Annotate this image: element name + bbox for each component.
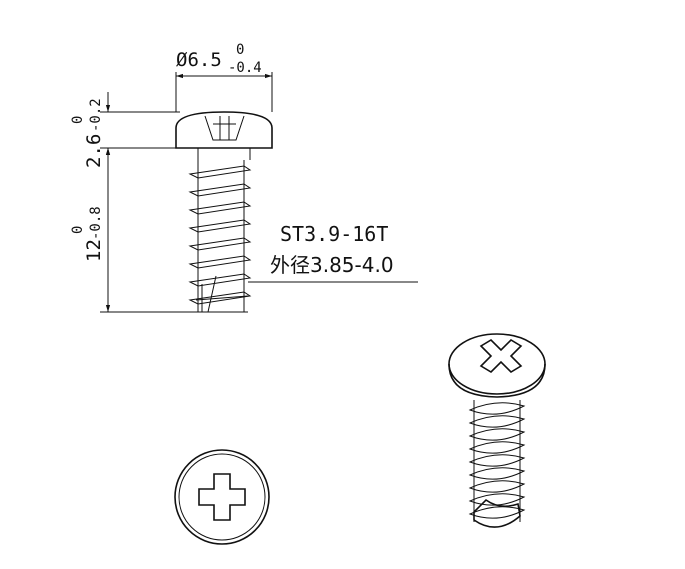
spec-callout: ST3.9-16T 外径3.85-4.0 [248,222,418,283]
thread-coil [468,480,526,493]
thread-crest [188,255,252,269]
head-height-upper: 0 [70,116,86,124]
spec-outer-diameter: 外径3.85-4.0 [270,253,394,277]
head-height-base: 2.6 [83,134,105,168]
screw-top-view [174,449,270,545]
length-base: 12 [83,239,105,262]
thread-coil [468,415,526,428]
thread-coils-3d [468,402,526,519]
thread-crest [188,237,252,251]
dimension-head-height: 2.6 0 -0.2 [70,92,180,168]
screw-side-view [175,111,273,313]
head-diameter-base: Ø6.5 [176,49,222,71]
screw-3d-view [448,333,546,528]
thread-coil [468,402,526,415]
thread-crest [188,219,252,233]
thread-lines [188,165,252,305]
thread-crest [188,165,252,179]
length-lower: -0.8 [88,206,104,240]
thread-coil [468,467,526,480]
thread-coil [468,454,526,467]
head-diameter-lower: -0.4 [228,60,262,76]
head-height-lower: -0.2 [88,98,104,132]
head-diameter-upper: 0 [236,42,244,58]
spec-model: ST3.9-16T [280,222,388,246]
thread-crest [188,273,252,287]
thread-coil [468,506,526,519]
thread-crest [188,201,252,215]
dimension-head-diameter: Ø6.5 0 -0.4 [175,42,273,112]
length-upper: 0 [70,226,86,234]
thread-crest [188,183,252,197]
thread-crest [188,291,252,305]
thread-coil [468,441,526,454]
thread-coil [468,493,526,506]
thread-coil [468,428,526,441]
dimension-length: 12 0 -0.8 [70,148,200,313]
